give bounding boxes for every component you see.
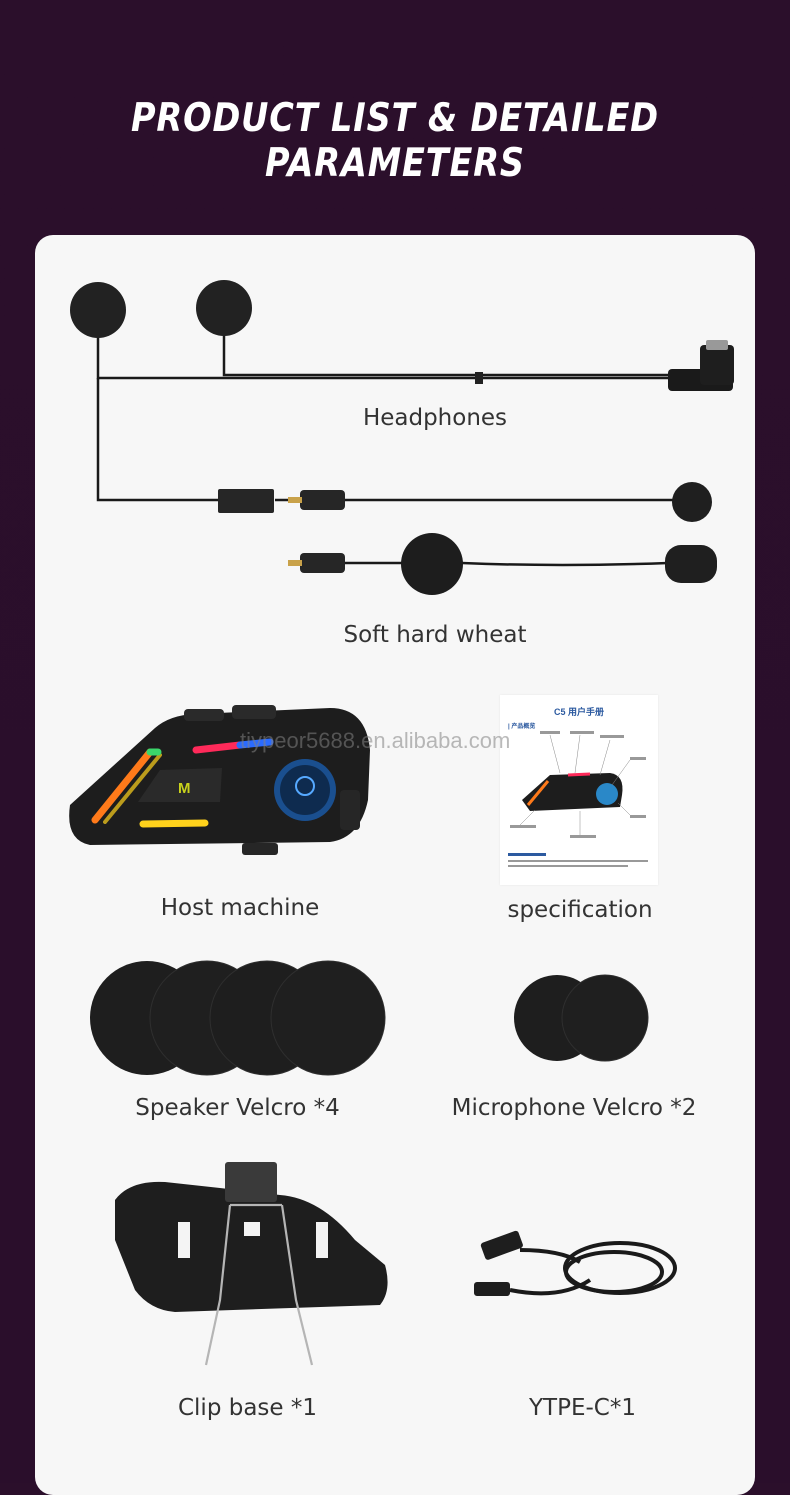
specification-label: specification <box>507 897 653 923</box>
host-button-letter: M <box>178 780 191 797</box>
mic-label: Soft hard wheat <box>343 622 527 648</box>
spec-manual-title: C5 用户手册 <box>553 707 604 717</box>
spec-manual-subtitle: | 产品概览 <box>508 724 536 730</box>
headphones-label: Headphones <box>362 405 508 431</box>
speaker-velcro-label: Speaker Velcro *4 <box>135 1095 340 1121</box>
specification-manual-image: C5 用户手册 | 产品概览 <box>500 695 658 885</box>
microphone-velcro-label: Microphone Velcro *2 <box>451 1095 697 1121</box>
clip-base-label: Clip base *1 <box>177 1395 318 1421</box>
watermark-text: tiypeor5688.en.alibaba.com <box>240 728 511 753</box>
type-c-cable-label: YTPE-C*1 <box>529 1395 636 1421</box>
page-title: PRODUCT LIST & DETAILED PARAMETERS <box>130 96 660 186</box>
host-machine-label: Host machine <box>160 895 320 921</box>
